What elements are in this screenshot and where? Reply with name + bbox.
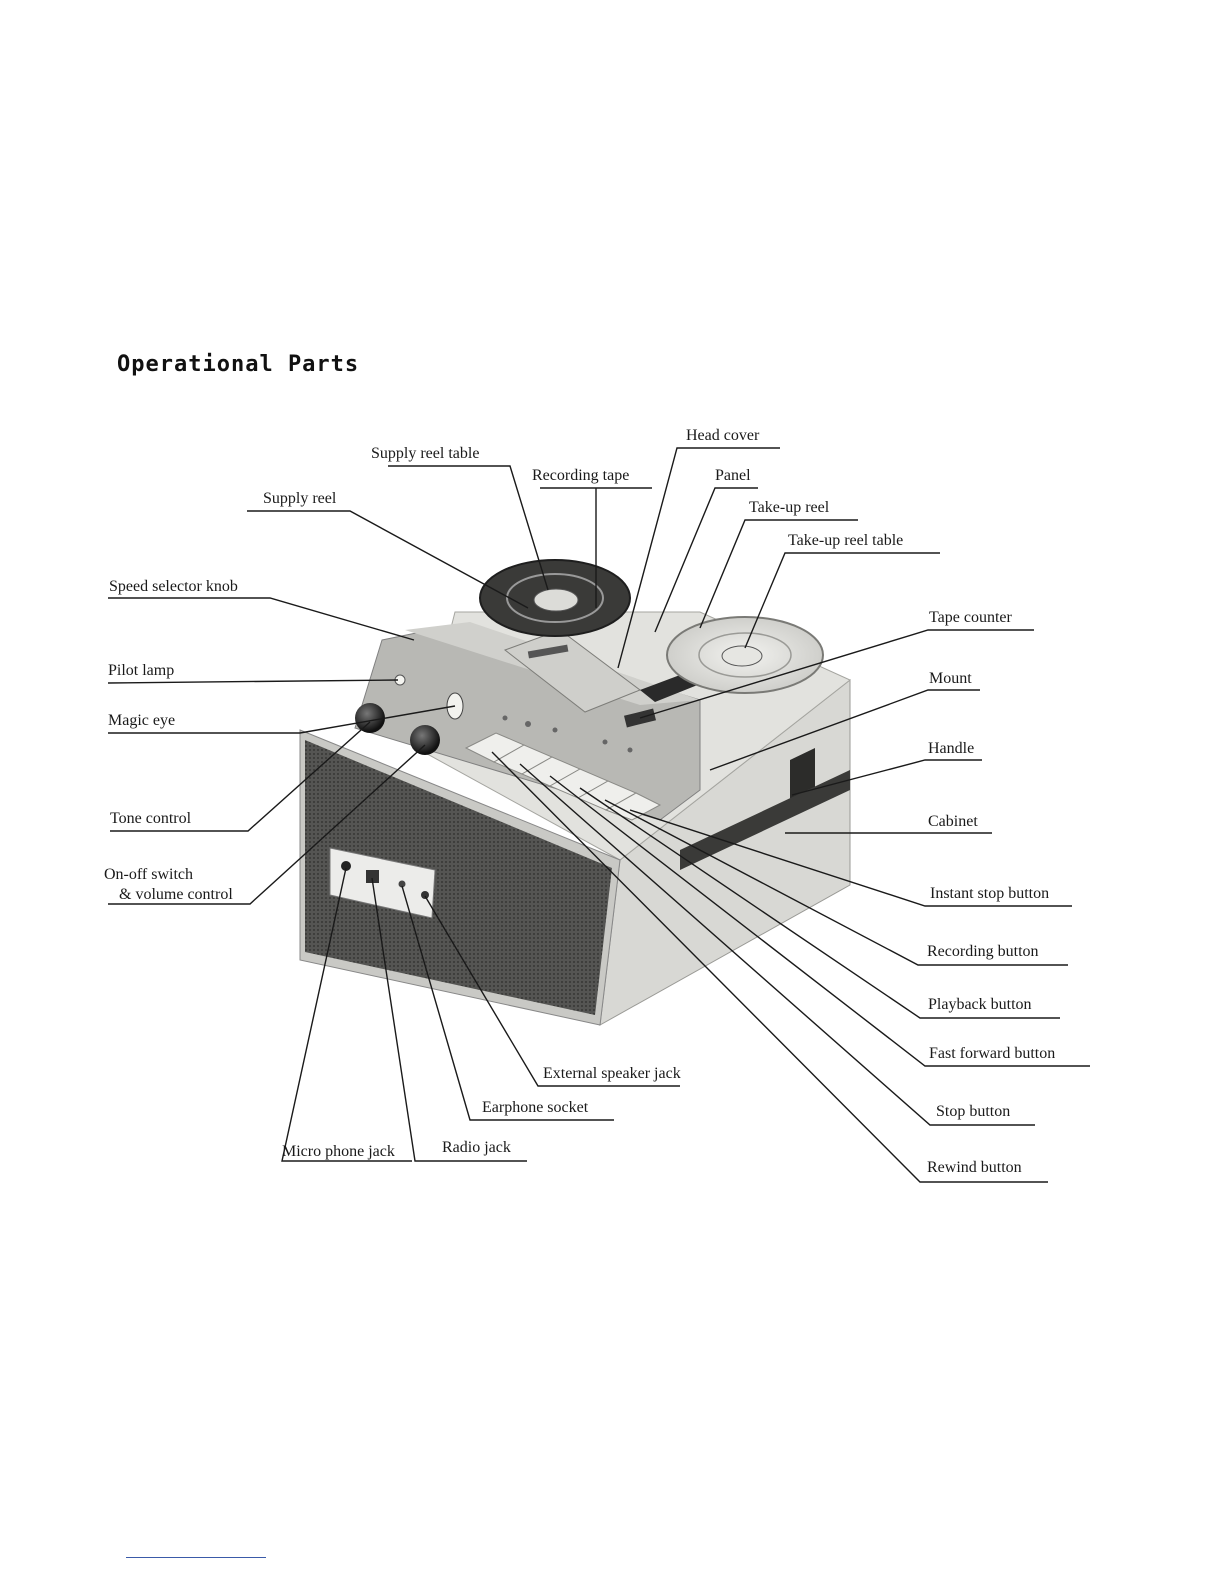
label-microphone-jack: Micro phone jack: [282, 1143, 395, 1160]
label-rewind-button: Rewind button: [927, 1159, 1022, 1176]
panel-indicator-dot: [628, 748, 633, 753]
take-up-reel-table: [722, 646, 762, 666]
label-stop-button: Stop button: [936, 1103, 1010, 1120]
label-take-up-reel-table: Take-up reel table: [788, 532, 903, 549]
label-instant-stop-button: Instant stop button: [930, 885, 1049, 902]
label-cabinet: Cabinet: [928, 813, 978, 830]
label-panel: Panel: [715, 467, 751, 484]
supply-reel-table: [534, 589, 578, 611]
label-on-off-switch: On-off switch: [104, 866, 193, 883]
panel-indicator-dot: [503, 716, 508, 721]
label-supply-reel-table: Supply reel table: [371, 445, 479, 462]
label-speed-selector-knob: Speed selector knob: [109, 578, 238, 595]
label-recording-tape: Recording tape: [532, 467, 629, 484]
label-playback-button: Playback button: [928, 996, 1032, 1013]
label-pilot-lamp: Pilot lamp: [108, 662, 174, 679]
volume-control-knob: [410, 725, 440, 755]
panel-indicator-dot: [603, 740, 608, 745]
label-volume-control: & volume control: [119, 886, 233, 903]
label-earphone-socket: Earphone socket: [482, 1099, 589, 1116]
label-take-up-reel: Take-up reel: [749, 499, 830, 516]
label-external-speaker-jack: External speaker jack: [543, 1065, 681, 1082]
leader-speed-selector-knob: [108, 598, 414, 640]
label-head-cover: Head cover: [686, 427, 760, 444]
label-mount: Mount: [929, 670, 972, 687]
label-tape-counter: Tape counter: [929, 609, 1013, 626]
leader-pilot-lamp: [108, 680, 398, 683]
label-recording-button: Recording button: [927, 943, 1039, 960]
label-supply-reel: Supply reel: [263, 490, 337, 507]
label-tone-control: Tone control: [110, 810, 192, 827]
panel-indicator-dot: [553, 728, 558, 733]
bottom-rule: [126, 1557, 266, 1558]
external-speaker-jack-hole: [421, 891, 429, 899]
label-fast-forward-button: Fast forward button: [929, 1045, 1055, 1062]
leader-panel: [655, 488, 758, 632]
label-radio-jack: Radio jack: [442, 1139, 511, 1156]
tone-control-knob: [355, 703, 385, 733]
tape-recorder: [300, 560, 850, 1025]
panel-indicator-dot: [525, 721, 531, 727]
label-handle: Handle: [928, 740, 974, 757]
label-magic-eye: Magic eye: [108, 712, 175, 729]
